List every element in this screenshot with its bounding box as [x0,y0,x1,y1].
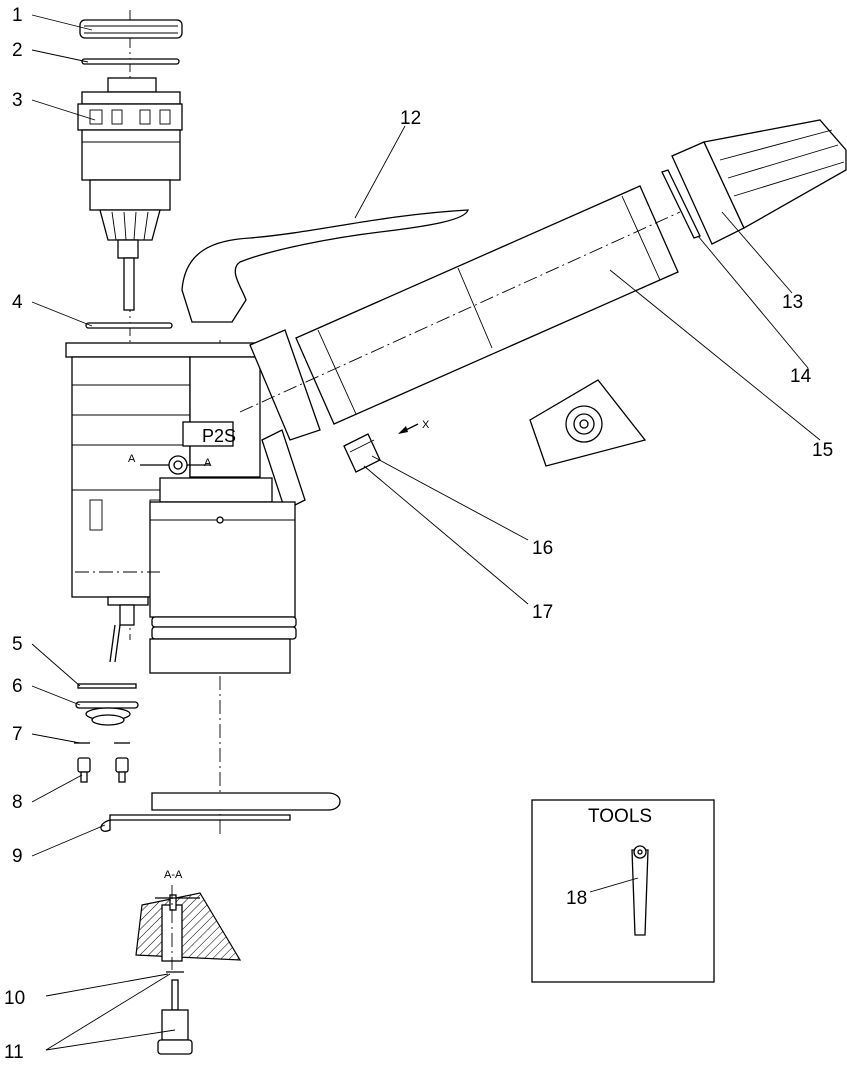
callout-3: 3 [12,90,23,111]
part-14-ring [661,169,701,239]
part-6-diaphragm [75,701,139,726]
part-16-fitting [343,433,381,473]
part-9-clip [100,792,341,832]
main-body [65,329,321,674]
part-5-washer [77,683,137,689]
leader-lines [31,14,821,1051]
part-1-cap [79,19,183,39]
callout-9: 9 [12,846,23,867]
model-mark: P2S [202,426,236,446]
part-15-tube [239,185,681,425]
part-11-knob [157,979,193,1055]
view-x-label: X [422,419,430,431]
callout-10: 10 [4,988,25,1009]
callout-13: 13 [782,292,803,313]
callout-11: 11 [4,1042,24,1063]
part-8-screws [77,757,129,783]
callout-7: 7 [12,724,23,745]
callout-14: 14 [790,366,812,387]
section-mark-right: A [204,457,212,469]
part-4-oring [85,322,173,329]
callout-6: 6 [12,676,23,697]
view-x-arrow [398,423,419,434]
section-title: A-A [164,869,183,881]
section-a-a [135,885,242,970]
callout-12: 12 [400,108,421,129]
callout-1: 1 [12,5,23,26]
callout-15: 15 [812,440,833,461]
part-12-lever [181,209,469,323]
callout-17: 17 [532,602,553,623]
view-x-detail [529,379,647,467]
part-2-ring [81,58,180,65]
tools-box [531,799,715,983]
callout-16: 16 [532,538,553,559]
section-mark-left: A [128,453,136,465]
part-13-nozzle [671,119,847,245]
callout-8: 8 [12,792,23,813]
callout-2: 2 [12,40,23,61]
tools-title: TOOLS [588,806,652,827]
callout-4: 4 [12,292,23,313]
callout-5: 5 [12,634,23,655]
part-3-cartridge [77,77,183,311]
callout-18: 18 [566,888,587,909]
